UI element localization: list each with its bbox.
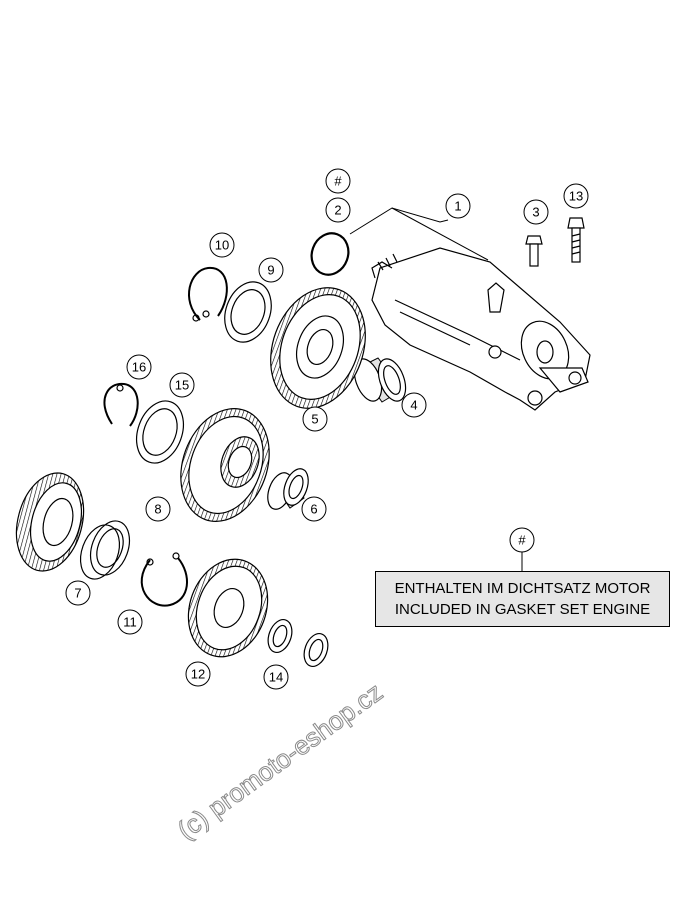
- circlip-16: [103, 382, 139, 427]
- svg-text:1: 1: [454, 199, 461, 214]
- callout-16: 16: [126, 354, 152, 380]
- callout-15: 15: [169, 372, 195, 398]
- svg-text:11: 11: [123, 615, 137, 630]
- o-ring: [310, 232, 350, 276]
- callout-7: 7: [65, 580, 91, 606]
- callout-2: 2: [325, 197, 351, 223]
- washer-15: [136, 400, 184, 464]
- callout-hash-top: #: [325, 168, 351, 194]
- callout-12: 12: [185, 661, 211, 687]
- svg-text:6: 6: [310, 502, 317, 517]
- callout-5: 5: [302, 406, 328, 432]
- svg-text:15: 15: [175, 378, 189, 393]
- gasket-set-note: ENTHALTEN IM DICHTSATZ MOTOR INCLUDED IN…: [375, 571, 670, 627]
- svg-text:12: 12: [191, 667, 205, 682]
- svg-text:4: 4: [410, 398, 417, 413]
- gear-8: [180, 408, 270, 522]
- starter-motor: [371, 247, 591, 411]
- bolt-long: [567, 217, 585, 263]
- callout-1: 1: [445, 193, 471, 219]
- svg-text:2: 2: [334, 203, 341, 218]
- callout-8: 8: [145, 496, 171, 522]
- callout-10: 10: [209, 232, 235, 258]
- svg-text:3: 3: [532, 205, 539, 220]
- gear-12: [187, 558, 269, 658]
- callout-9: 9: [258, 257, 284, 283]
- callout-3: 3: [523, 199, 549, 225]
- svg-text:8: 8: [154, 502, 161, 517]
- callout-4: 4: [401, 392, 427, 418]
- svg-text:9: 9: [267, 263, 274, 278]
- callout-14: 14: [263, 664, 289, 690]
- needle-bearing-4: [353, 357, 407, 403]
- callout-6: 6: [301, 496, 327, 522]
- svg-text:16: 16: [132, 360, 146, 375]
- note-line-de: ENTHALTEN IM DICHTSATZ MOTOR: [394, 580, 651, 597]
- bolt-short: [525, 235, 543, 267]
- svg-text:#: #: [334, 174, 342, 189]
- bearing-cage-7: [79, 520, 131, 580]
- gear-5: [270, 287, 366, 409]
- svg-text:7: 7: [74, 586, 81, 601]
- circlip-11: [140, 557, 189, 607]
- svg-text:13: 13: [569, 189, 583, 204]
- washer-9: [224, 281, 272, 343]
- circlip-10: [188, 266, 228, 321]
- svg-text:5: 5: [311, 412, 318, 427]
- callout-11: 11: [117, 609, 143, 635]
- svg-text:14: 14: [269, 670, 283, 685]
- note-line-en: INCLUDED IN GASKET SET ENGINE: [394, 601, 651, 618]
- gear-7: [15, 472, 85, 572]
- callout-hash-note: #: [509, 527, 535, 553]
- callout-13: 13: [563, 183, 589, 209]
- svg-text:10: 10: [215, 238, 229, 253]
- needle-bearings-14: [267, 618, 329, 668]
- needle-bearing-6: [267, 468, 309, 510]
- svg-text:#: #: [518, 533, 526, 548]
